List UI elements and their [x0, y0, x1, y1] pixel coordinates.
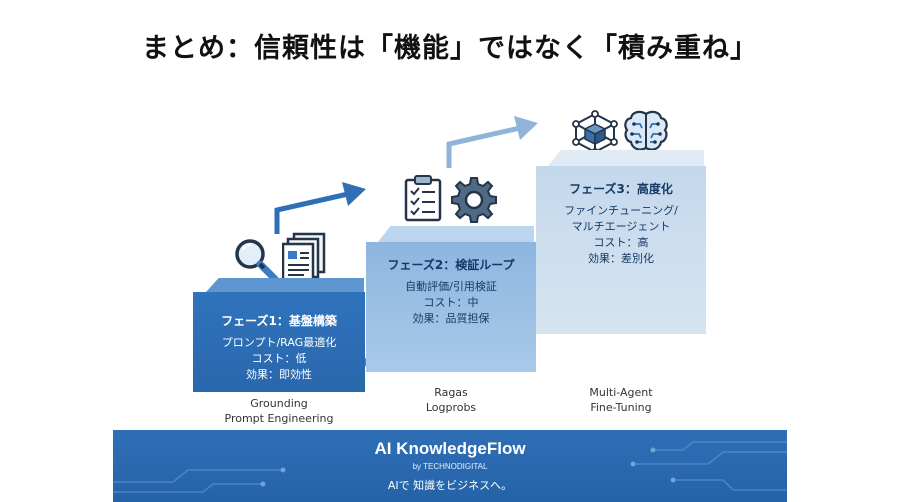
brand-by: by TECHNODIGITAL [412, 462, 488, 471]
arrow-up-right-icon [446, 116, 538, 168]
circuit-pattern-icon [113, 441, 787, 493]
phase3-line: ファインチューニング/ [564, 204, 678, 217]
phase3-box: フェーズ3：高度化 ファインチューニング/ マルチエージェント コスト：高 効果… [536, 166, 706, 334]
phase2-box: フェーズ2：検証ループ 自動評価/引用検証 コスト：中 効果：品質担保 [366, 242, 536, 372]
phase2-step-top [378, 226, 534, 242]
magnifier-icon [235, 239, 279, 283]
arrow-up-right-icon [274, 182, 366, 234]
clipboard-checklist-icon [404, 175, 442, 222]
phase1-line: 効果：即効性 [246, 368, 312, 381]
sublabel-line: Fine-Tuning [590, 401, 652, 414]
phase3-line: 効果：差別化 [588, 252, 654, 265]
sublabel-line: Ragas [434, 386, 468, 399]
phase2-line: 自動評価/引用検証 [405, 280, 497, 293]
phase1-step-top [206, 278, 364, 292]
phase1-sublabel: Grounding Prompt Engineering [193, 396, 365, 426]
phase3-line: コスト：高 [593, 236, 649, 249]
phase1-title: フェーズ1：基盤構築 [221, 314, 337, 328]
phase2-sublabel: Ragas Logprobs [366, 385, 536, 415]
brand-name: AI KnowledgeFlow [374, 439, 526, 458]
phase3-line: マルチエージェント [571, 220, 671, 233]
phase2-line: コスト：中 [423, 296, 479, 309]
brain-circuit-icon [624, 110, 668, 151]
footer-banner: AI KnowledgeFlow by TECHNODIGITAL AIで 知識… [113, 430, 787, 502]
sublabel-line: Logprobs [425, 401, 477, 414]
gear-icon [451, 177, 497, 223]
network-cube-icon [572, 110, 618, 156]
phase3-sublabel: Multi-Agent Fine-Tuning [536, 385, 706, 415]
phase1-line: コスト：低 [251, 352, 307, 365]
phase3-title: フェーズ3：高度化 [569, 182, 673, 196]
phase2-line: 効果：品質担保 [412, 312, 490, 325]
documents-icon [282, 232, 326, 284]
sublabel-line: Grounding [250, 397, 308, 410]
phase3-step-top [548, 150, 704, 166]
brand-slogan: AIで 知識をビジネスへ。 [387, 479, 513, 492]
phase1-box: フェーズ1：基盤構築 プロンプト/RAG最適化 コスト：低 効果：即効性 [193, 292, 365, 392]
sublabel-line: Prompt Engineering [224, 412, 334, 425]
phase2-title: フェーズ2：検証ループ [387, 258, 515, 272]
page-title: まとめ：信頼性は「機能」ではなく「積み重ね」 [142, 33, 758, 64]
phase1-line: プロンプト/RAG最適化 [221, 336, 337, 349]
sublabel-line: Multi-Agent [589, 386, 653, 399]
